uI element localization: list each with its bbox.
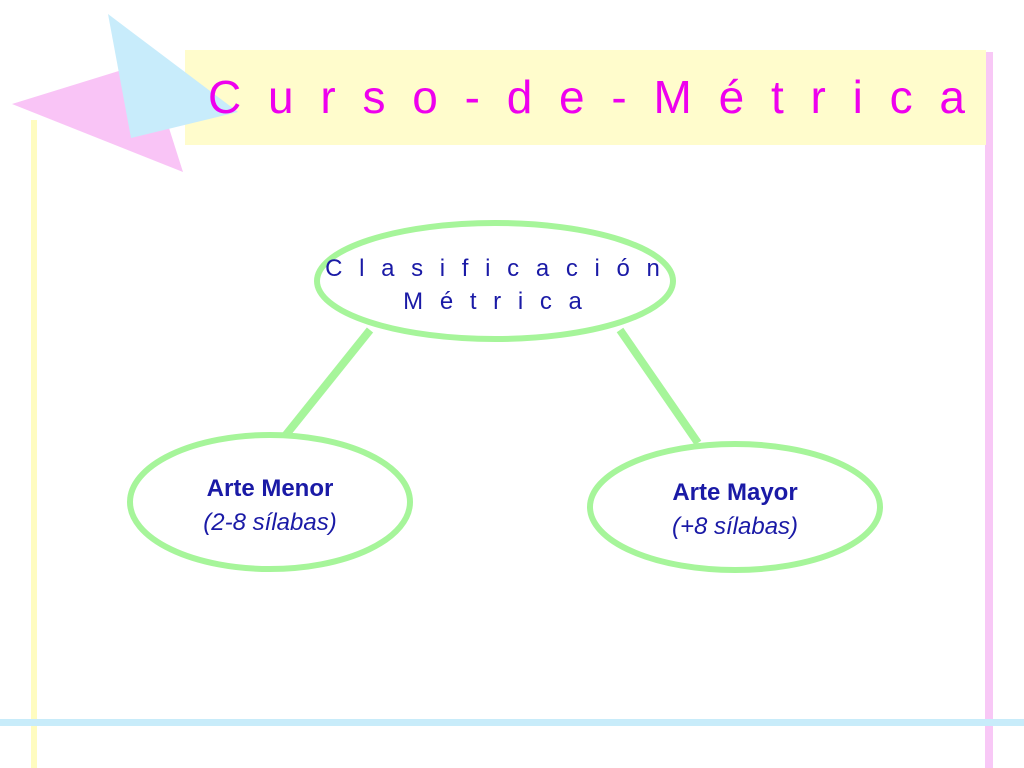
arte-mayor-label: Arte Mayor (+8 sílabas) xyxy=(588,476,882,544)
page-title: C u r s o - d e - M é t r i c a xyxy=(207,71,972,123)
connector-root-to-arte-menor xyxy=(281,327,374,439)
blue-triangle-decoration xyxy=(108,14,238,138)
title-band xyxy=(185,50,986,145)
blue-horizontal-stripe xyxy=(0,719,1024,726)
arte-menor-label: Arte Menor (2-8 sílabas) xyxy=(128,472,412,540)
arte-menor-name: Arte Menor xyxy=(206,475,334,502)
decorative-triangles xyxy=(12,14,238,172)
arte-menor-node-ellipse xyxy=(127,432,413,572)
arte-menor-detail: (2-8 sílabas) xyxy=(203,509,337,536)
root-node-line-1: C l a s i f i c a c i ó n xyxy=(325,255,665,282)
root-node-label: C l a s i f i c a c i ó n M é t r i c a xyxy=(315,252,675,318)
arte-mayor-detail: (+8 sílabas) xyxy=(671,513,799,540)
yellow-vertical-stripe xyxy=(31,120,37,768)
connector-root-to-arte-mayor xyxy=(616,327,702,446)
root-node-line-2: M é t r i c a xyxy=(403,288,587,315)
pink-vertical-stripe xyxy=(985,52,993,768)
arte-mayor-node-ellipse xyxy=(587,441,883,573)
root-node-ellipse xyxy=(314,220,676,342)
arte-mayor-name: Arte Mayor xyxy=(672,479,798,506)
